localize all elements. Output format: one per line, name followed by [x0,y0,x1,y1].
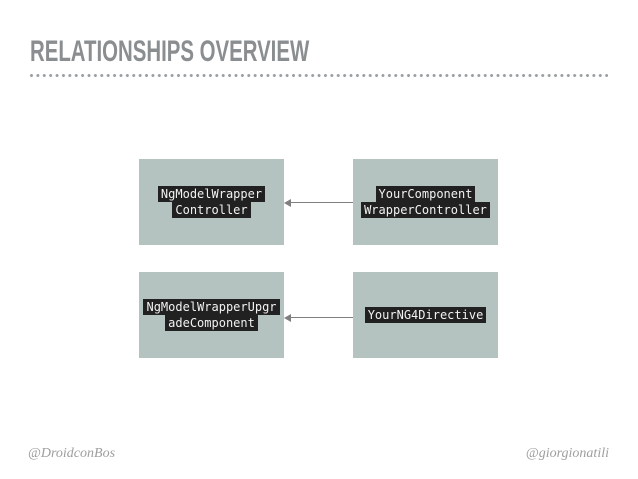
footer-conference-handle: @DroidconBos [28,446,116,461]
code-label: YourNG4Directive [364,307,487,323]
footer-speaker-handle: @giorgionatili [525,446,609,461]
arrow-bottom-line [290,317,353,318]
code-label: NgModelWrapperUpgr [143,299,280,315]
code-label: NgModelWrapper [157,186,266,202]
code-label: adeComponent [165,315,258,331]
arrow-left-icon [284,199,291,207]
arrow-top-line [290,202,353,203]
box-ngmodelwrapper-controller: NgModelWrapper Controller [139,159,284,245]
box-yourcomponent-wrappercontroller: YourComponent WrapperController [353,159,498,245]
dotted-divider [30,74,608,78]
box-yourng4directive: YourNG4Directive [353,272,498,358]
page-title: RELATIONSHIPS OVERVIEW [30,35,310,68]
box-ngmodelwrapperupgrade-component: NgModelWrapperUpgr adeComponent [139,272,284,358]
arrow-left-icon [284,314,291,322]
code-label: YourComponent [375,186,476,202]
code-label: WrapperController [361,202,490,218]
code-label: Controller [172,202,251,218]
